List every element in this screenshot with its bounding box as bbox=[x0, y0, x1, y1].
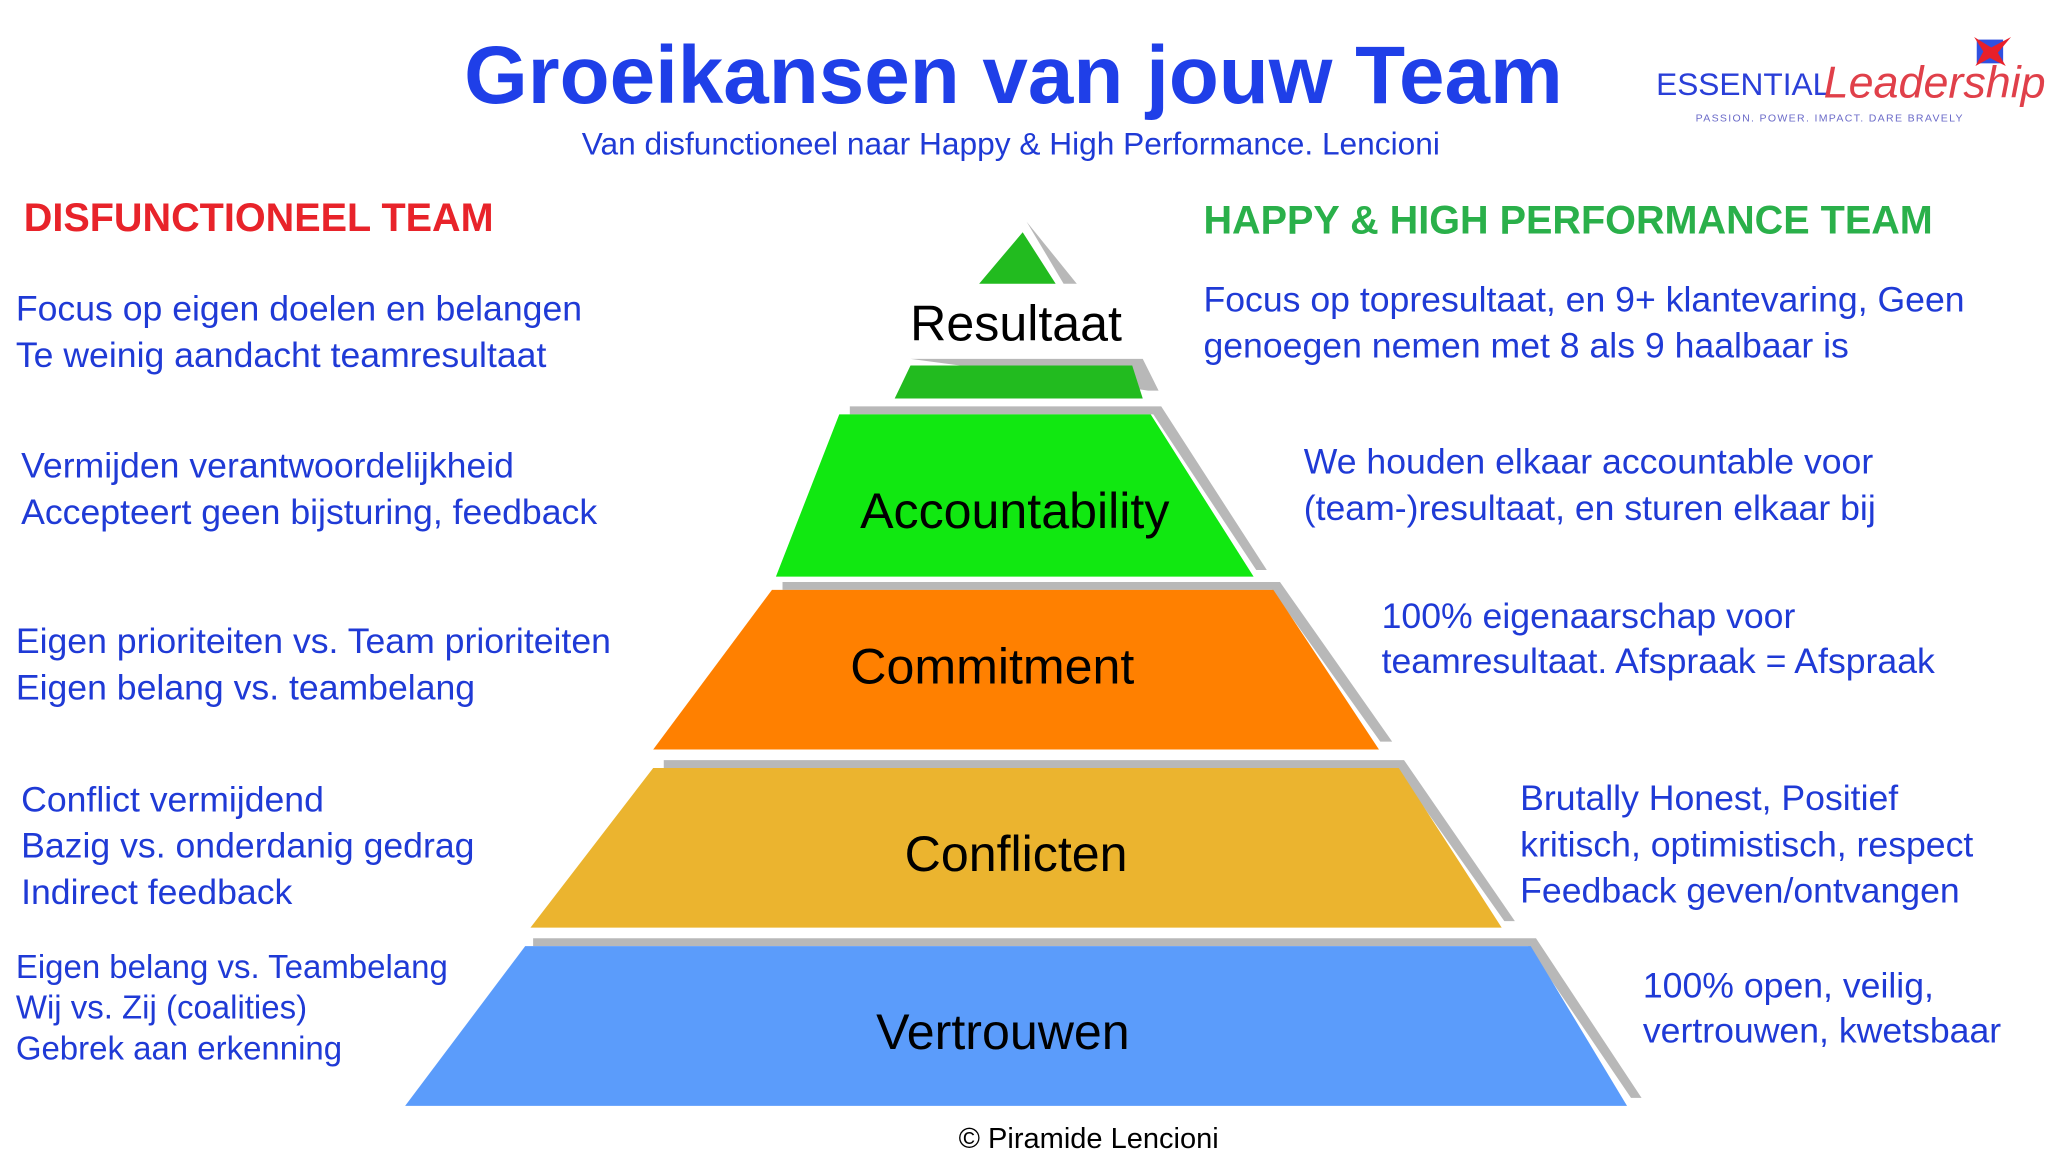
right-text: genoegen nemen met 8 als 9 haalbaar is bbox=[1203, 326, 1848, 366]
right-text: Feedback geven/ontvangen bbox=[1520, 871, 1960, 911]
right-text: teamresultaat. Afspraak = Afspraak bbox=[1382, 641, 1935, 681]
level-label-vertrouwen: Vertrouwen bbox=[876, 1004, 1130, 1060]
pyramid-level-resultaat bbox=[894, 365, 1143, 399]
level-label-conflicten: Conflicten bbox=[905, 826, 1128, 882]
right-text: (team-)resultaat, en sturen elkaar bij bbox=[1304, 488, 1876, 528]
level-label-commitment: Commitment bbox=[850, 639, 1134, 695]
pyramid-level-vertrouwen bbox=[405, 946, 1628, 1106]
footer-credit: © Piramide Lencioni bbox=[959, 1123, 1219, 1152]
level-label-accountability: Accountability bbox=[860, 483, 1169, 539]
right-text: Focus op topresultaat, en 9+ klantevarin… bbox=[1203, 279, 1964, 319]
right-text: 100% open, veilig, bbox=[1643, 966, 1934, 1006]
logo-tagline: PASSION. POWER. IMPACT. DARE BRAVELY bbox=[1696, 112, 1964, 124]
logo: ESSENTIAL Leadership PASSION. POWER. IMP… bbox=[1656, 36, 2046, 124]
left-text: Gebrek aan erkenning bbox=[16, 1030, 342, 1067]
left-text: Indirect feedback bbox=[21, 872, 292, 912]
left-text: Bazig vs. onderdanig gedrag bbox=[21, 826, 474, 866]
pyramid-level-accountability bbox=[775, 414, 1254, 577]
subtitle: Van disfunctioneel naar Happy & High Per… bbox=[582, 125, 1440, 161]
right-text: Brutally Honest, Positief bbox=[1520, 778, 1898, 818]
pyramid: Resultaat Accountability Commitment Conf… bbox=[405, 232, 1628, 1106]
right-heading: HAPPY & HIGH PERFORMANCE TEAM bbox=[1203, 199, 1932, 243]
left-heading: DISFUNCTIONEEL TEAM bbox=[24, 196, 494, 240]
level-label-resultaat: Resultaat bbox=[910, 295, 1122, 351]
page-title: Groeikansen van jouw Team bbox=[464, 30, 1563, 121]
left-text: Eigen belang vs. teambelang bbox=[16, 667, 475, 707]
right-text: We houden elkaar accountable voor bbox=[1304, 442, 1874, 482]
pyramid-level-commitment bbox=[653, 589, 1379, 750]
left-text: Wij vs. Zij (coalities) bbox=[16, 989, 307, 1026]
left-text: Eigen prioriteiten vs. Team prioriteiten bbox=[16, 621, 611, 661]
right-text: vertrouwen, kwetsbaar bbox=[1643, 1010, 2001, 1050]
left-descriptions: Focus op eigen doelen en belangen Te wei… bbox=[16, 289, 611, 1067]
left-text: Eigen belang vs. Teambelang bbox=[16, 948, 448, 985]
logo-essential: ESSENTIAL bbox=[1656, 66, 1830, 102]
pyramid-level-conflicten bbox=[530, 768, 1502, 928]
left-text: Vermijden verantwoordelijkheid bbox=[21, 446, 514, 486]
left-text: Conflict vermijdend bbox=[21, 780, 324, 820]
right-text: 100% eigenaarschap voor bbox=[1382, 596, 1796, 636]
star-icon bbox=[1974, 36, 2012, 66]
right-text: kritisch, optimistisch, respect bbox=[1520, 824, 1973, 864]
pyramid-apex bbox=[979, 232, 1056, 284]
left-text: Te weinig aandacht teamresultaat bbox=[16, 335, 547, 375]
left-text: Accepteert geen bijsturing, feedback bbox=[21, 492, 597, 532]
logo-leadership: Leadership bbox=[1824, 57, 2046, 108]
right-descriptions: Focus op topresultaat, en 9+ klantevarin… bbox=[1203, 279, 2001, 1050]
left-text: Focus op eigen doelen en belangen bbox=[16, 289, 582, 329]
